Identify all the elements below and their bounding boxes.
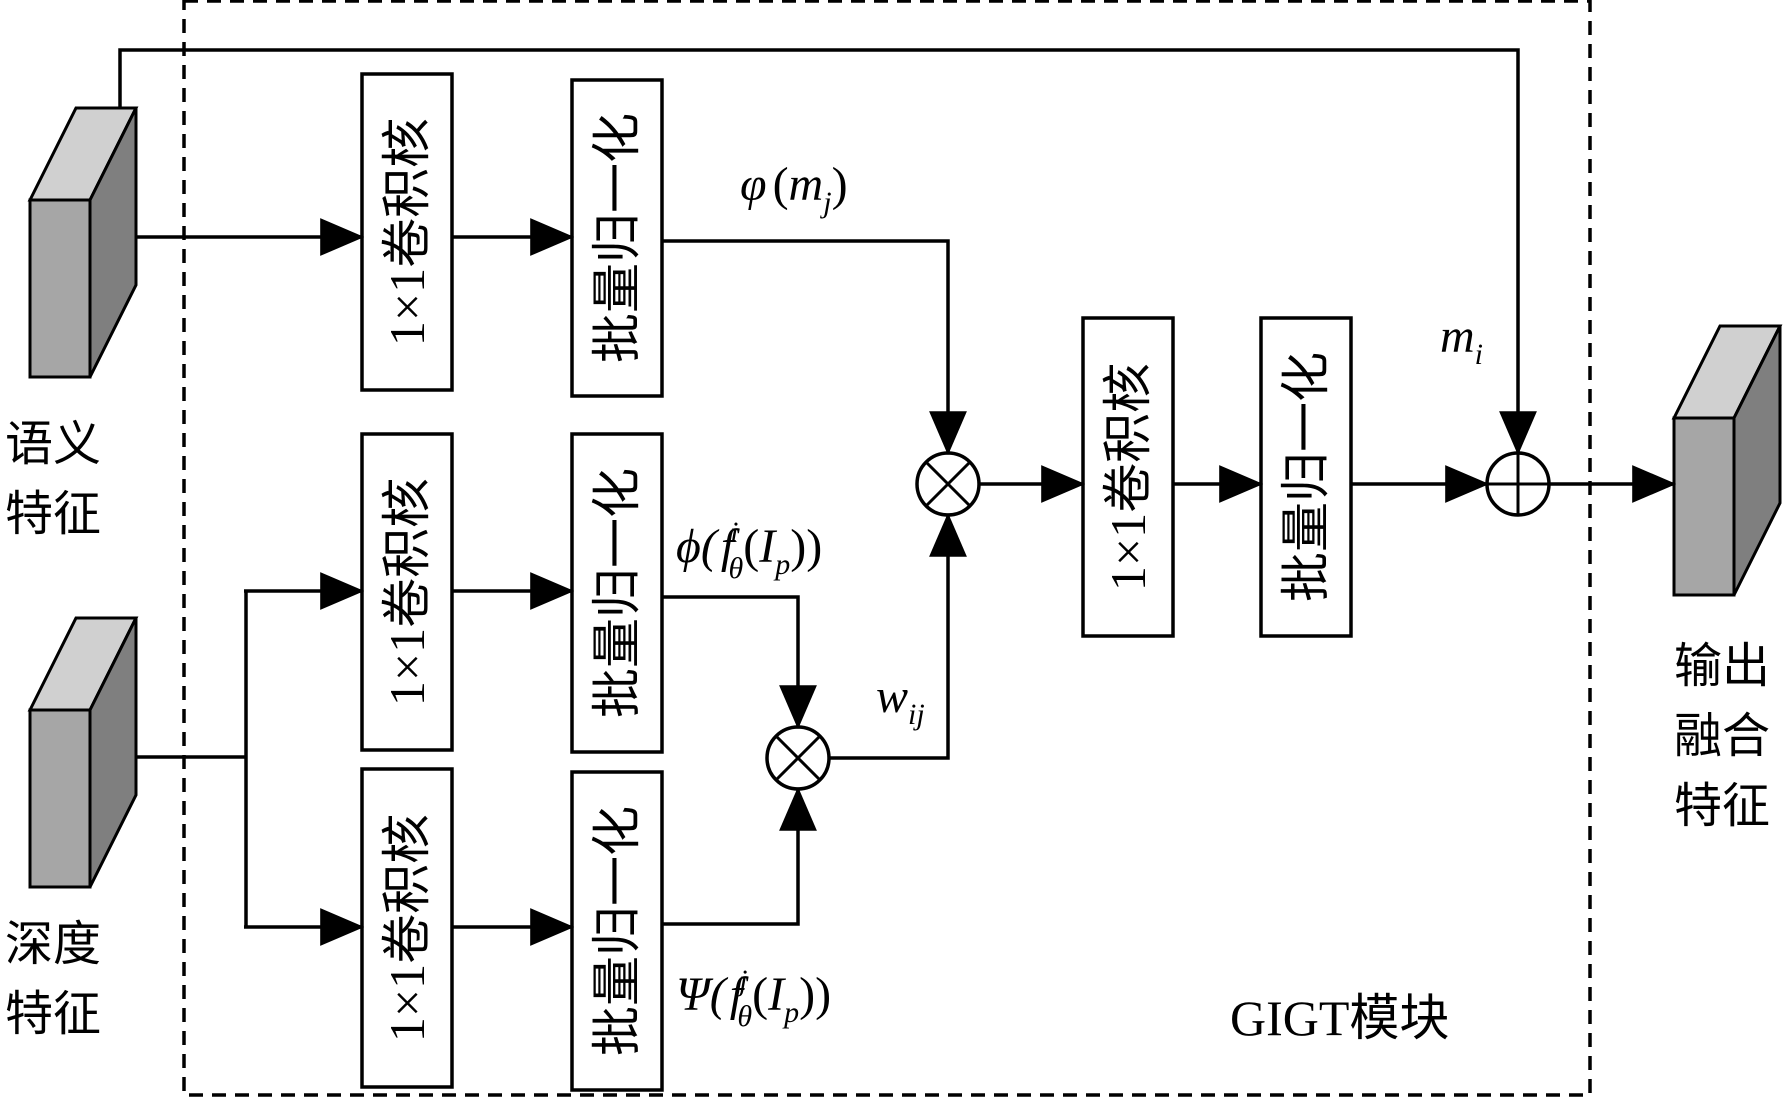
formula-psi-f-fn: Ψ( [676, 968, 729, 1021]
semantic-label-line1: 语义 [5, 416, 101, 472]
output-feature-label: 输出 融合 特征 [1674, 638, 1770, 834]
formula-mi-sub: i [1475, 338, 1483, 371]
wire-bn-row3-to-multiply [662, 786, 817, 926]
formula-mi: mi [1440, 310, 1483, 371]
module-label: GIGT模块 [1230, 990, 1449, 1046]
formula-wij-sub: ij [908, 698, 925, 731]
wire-bn-row2-to-multiply [662, 595, 817, 730]
multiply-operator-depth [765, 725, 831, 791]
formula-phi-mj-open: ( [773, 158, 789, 211]
conv-box-fusion-label: 1×1卷积核 [1100, 363, 1156, 591]
conv-box-depth-bottom: 1×1卷积核 [360, 767, 454, 1089]
formula-psi-f-argsub: p [782, 996, 799, 1029]
formula-phi-mj: φ(mj) [740, 158, 848, 219]
conv-box-depth-top: 1×1卷积核 [360, 432, 454, 752]
formula-psi-f-arg: I [767, 968, 786, 1021]
semantic-feature-block [27, 106, 139, 379]
formula-phi-f-argsub: p [773, 548, 790, 581]
formula-phi-f-arg: I [758, 520, 777, 573]
formula-wij: wij [876, 670, 925, 731]
gigt-module-boundary [182, 0, 1592, 1097]
bn-box-semantic: 批量归一化 [570, 78, 664, 398]
formula-phi-mj-fn: φ [740, 158, 767, 211]
formula-phi-mj-var: m [789, 158, 824, 211]
bn-box-depth-bottom: 批量归一化 [570, 770, 664, 1092]
conv-box-depth-top-label: 1×1卷积核 [379, 478, 435, 706]
output-feature-block [1671, 324, 1783, 597]
formula-wij-var: w [876, 670, 908, 723]
depth-label-line1: 深度 [5, 916, 101, 972]
add-operator [1485, 451, 1551, 517]
formula-phi-f-argopen: ( [743, 520, 759, 573]
bn-box-depth-bottom-label: 批量归一化 [589, 806, 645, 1056]
output-label-line1: 输出 [1674, 638, 1770, 694]
bn-box-depth-top-label: 批量归一化 [589, 468, 645, 718]
bn-box-fusion: 批量归一化 [1259, 316, 1353, 638]
depth-feature-block [27, 616, 139, 889]
wire-wij-to-multiply [829, 512, 967, 760]
output-label-line2: 融合 [1674, 708, 1770, 764]
conv-box-depth-bottom-label: 1×1卷积核 [379, 814, 435, 1042]
formula-psi-f-close: )) [799, 968, 831, 1021]
formula-psi-f-sup: j [735, 964, 747, 997]
formula-psi-f-argopen: ( [752, 968, 768, 1021]
formula-phi-f-fn: ϕ( [676, 520, 720, 573]
output-label-line3: 特征 [1674, 778, 1770, 834]
depth-feature-label: 深度 特征 [5, 916, 101, 1042]
formula-phi-mj-close: ) [832, 158, 848, 211]
formula-phi-mj-sub: j [819, 186, 831, 219]
formula-mi-var: m [1440, 310, 1475, 363]
conv-box-semantic-label: 1×1卷积核 [379, 118, 435, 346]
formula-phi-f-sub: θ [729, 552, 744, 585]
semantic-label-line2: 特征 [5, 486, 101, 542]
wire-bn-row1-to-multiply [662, 239, 967, 456]
bn-box-semantic-label: 批量归一化 [589, 113, 645, 363]
bn-box-fusion-label: 批量归一化 [1278, 352, 1334, 602]
wire-skip-to-add [118, 48, 1537, 456]
depth-label-line2: 特征 [5, 986, 101, 1042]
multiply-operator-main [915, 451, 981, 517]
formula-psi-f-sub: θ [737, 1000, 752, 1033]
bn-box-depth-top: 批量归一化 [570, 432, 664, 754]
conv-box-semantic: 1×1卷积核 [360, 72, 454, 392]
semantic-feature-label: 语义 特征 [5, 416, 101, 542]
formula-phi-f-close: )) [790, 520, 822, 573]
formula-phi-f-sup: i [730, 516, 738, 549]
conv-box-fusion: 1×1卷积核 [1081, 316, 1175, 638]
